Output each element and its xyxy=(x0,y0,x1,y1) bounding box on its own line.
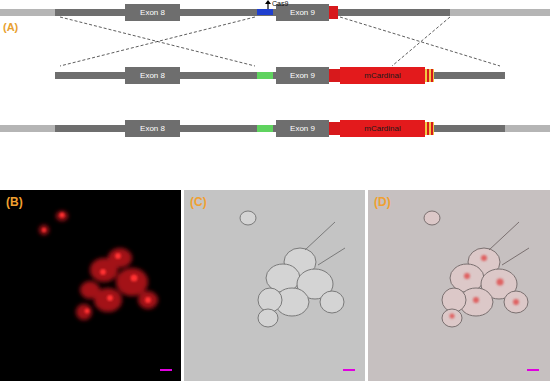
exon-label: Exon 9 xyxy=(290,125,315,133)
exon-box: Exon 8 xyxy=(125,4,180,21)
exon-label: mCardinal xyxy=(364,125,400,133)
panel-label: (C) xyxy=(190,196,207,208)
panel-label: (A) xyxy=(3,22,18,33)
exon-label: mCardinal xyxy=(364,72,400,80)
exon-box: Exon 8 xyxy=(125,67,180,84)
exon-box: Exon 8 xyxy=(125,120,180,137)
exon-label: Exon 9 xyxy=(290,9,315,17)
panel-label: (B) xyxy=(6,196,23,208)
enzyme-label: Cas9 xyxy=(272,0,288,7)
panel-label: (D) xyxy=(374,196,391,208)
exon-label: Exon 8 xyxy=(140,72,165,80)
exon-label: Exon 9 xyxy=(290,72,315,80)
exon-box: Exon 9 xyxy=(276,120,329,137)
reporter-box: mCardinal xyxy=(340,120,425,137)
exon-box: Exon 9 xyxy=(276,67,329,84)
exon-label: Exon 8 xyxy=(140,9,165,17)
reporter-box: mCardinal xyxy=(340,67,425,84)
exon-label: Exon 8 xyxy=(140,125,165,133)
